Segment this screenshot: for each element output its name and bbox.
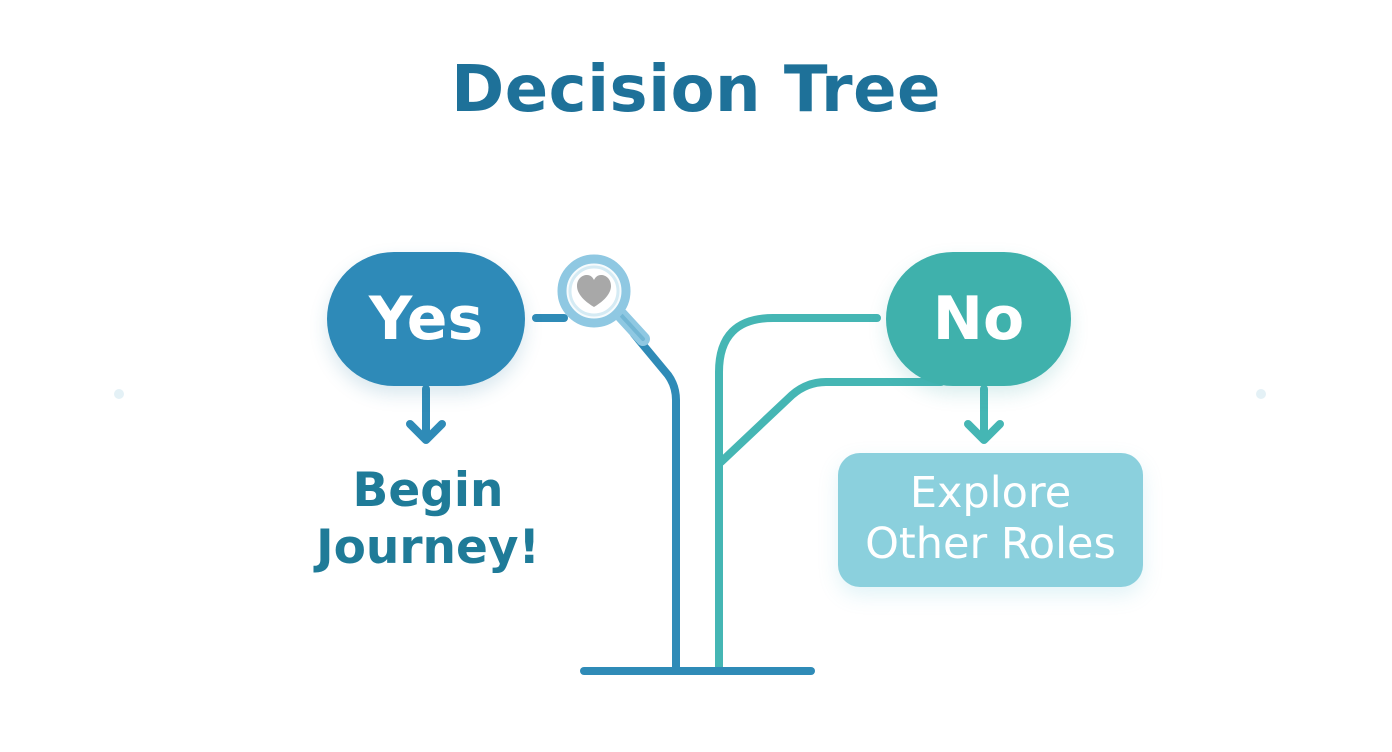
begin-journey-outcome: Begin Journey! (298, 462, 558, 577)
teal-upper-branch (715, 314, 881, 674)
heart-icon (577, 275, 611, 307)
explore-line-1: Explore (909, 468, 1072, 519)
yes-node-label: Yes (368, 284, 484, 354)
no-down-arrow-head (964, 420, 1004, 444)
begin-line-1: Begin (352, 463, 504, 518)
explore-line-2: Other Roles (865, 519, 1116, 569)
explore-other-roles-outcome: Explore Other Roles (838, 453, 1143, 587)
no-node: No (886, 252, 1071, 386)
blue-trunk (630, 330, 680, 674)
yes-node: Yes (327, 252, 525, 386)
teal-lower-branch (717, 378, 945, 466)
left-dot (114, 389, 124, 399)
magnifier-heart-icon (557, 254, 650, 346)
no-node-label: No (932, 284, 1025, 354)
begin-line-2: Journey! (316, 520, 540, 576)
right-dot (1256, 389, 1266, 399)
yes-down-arrow-head (406, 420, 446, 444)
diagram-title: Decision Tree (451, 53, 941, 127)
